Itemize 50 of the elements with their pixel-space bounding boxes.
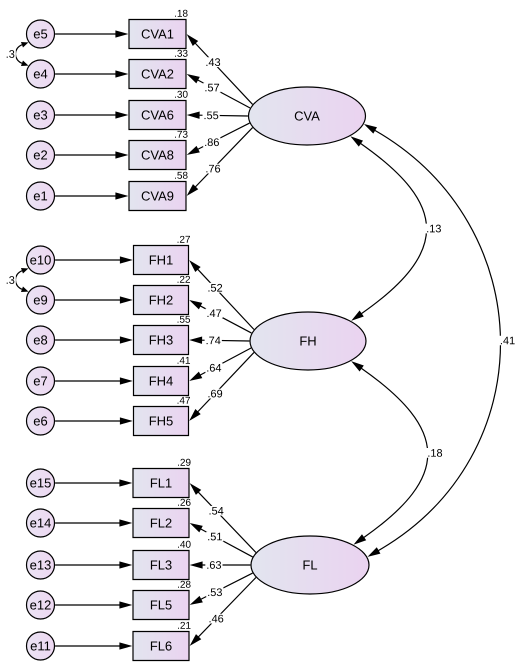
edge-label: .46 (208, 614, 225, 624)
value-label: .28 (178, 580, 191, 588)
variable-box: CVA8 (128, 140, 187, 170)
edge-label: .51 (206, 532, 224, 542)
value-label: .41 (178, 356, 190, 364)
edge-label: .54 (208, 506, 225, 516)
variable-box: FH2 (132, 284, 190, 316)
variable-box: FH5 (132, 406, 190, 436)
edge-label: .52 (206, 282, 224, 293)
value-label: .18 (175, 10, 188, 17)
variable-box: FH4 (132, 366, 190, 396)
variable-box: CVA9 (128, 180, 187, 212)
variable-box: FL5 (132, 590, 190, 620)
variable-box: FH1 (132, 244, 190, 276)
variable-box: FL3 (132, 550, 190, 580)
edge-label: .55 (202, 110, 220, 120)
edge-label: .57 (203, 82, 221, 92)
edge-label: .63 (205, 560, 223, 570)
value-label: .55 (178, 316, 190, 323)
variable-box: CVA6 (128, 100, 187, 130)
edge-label: .13 (425, 224, 442, 234)
value-label: .73 (175, 130, 188, 138)
edge-label: .18 (426, 448, 444, 458)
edge-label: .43 (204, 57, 222, 68)
value-label: .27 (178, 236, 190, 243)
value-label: .29 (178, 458, 191, 466)
edge-label: .41 (498, 336, 516, 346)
edge-label: .64 (205, 362, 222, 373)
variable-box: CVA2 (128, 58, 187, 90)
value-label: .21 (178, 622, 191, 629)
variable-box: FL2 (132, 508, 190, 538)
edge-label: .53 (206, 587, 224, 598)
edge-label: .47 (205, 308, 223, 318)
edge-label: .3 (4, 275, 16, 285)
variable-box: FL1 (132, 468, 190, 498)
value-label: .40 (178, 540, 191, 548)
edge-label: .3 (4, 49, 16, 59)
value-label: .33 (175, 50, 188, 57)
value-label: .58 (175, 172, 188, 179)
value-label: .30 (175, 90, 188, 98)
edge-label: .76 (204, 164, 222, 174)
variable-box: CVA1 (128, 18, 187, 50)
value-label: .22 (178, 276, 190, 283)
variable-box: FH3 (132, 324, 190, 356)
value-label: .47 (178, 396, 190, 404)
edge-label: .74 (204, 336, 222, 346)
value-label: .26 (178, 498, 191, 506)
variable-box: FL6 (132, 630, 190, 662)
edge-label: .69 (206, 388, 224, 398)
edge-label: .86 (203, 137, 220, 148)
